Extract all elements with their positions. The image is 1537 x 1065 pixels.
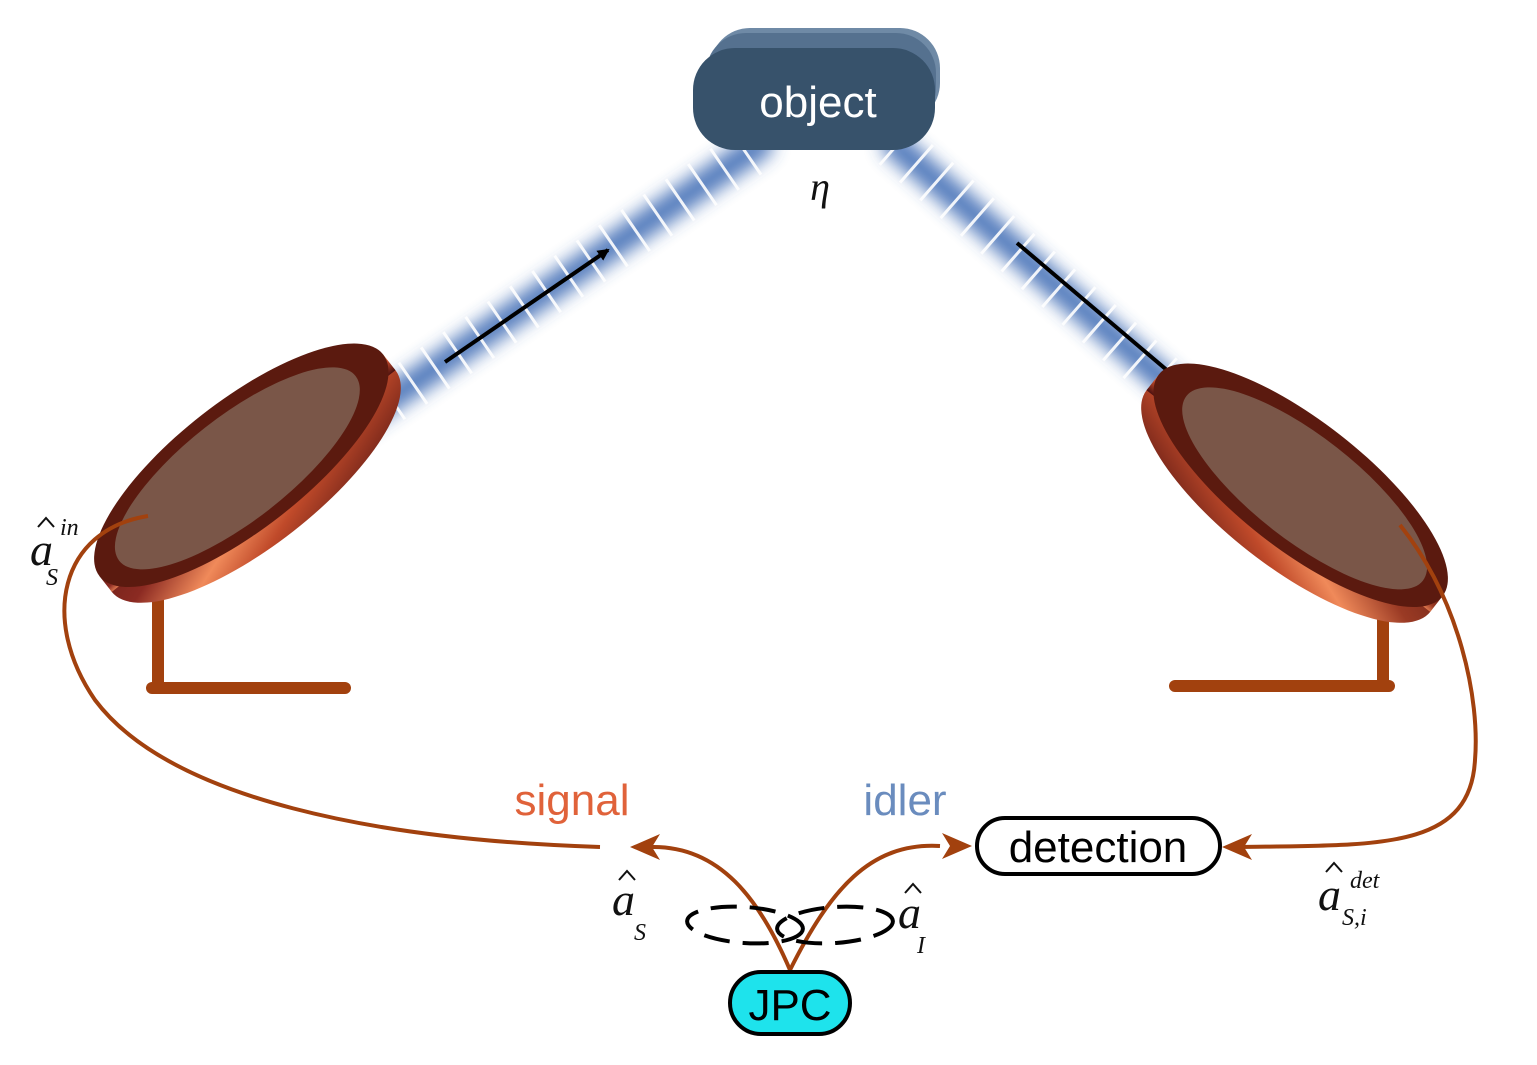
idler-arrowhead (942, 833, 972, 859)
jpc-label: JPC (748, 981, 831, 1030)
svg-text:S,i: S,i (1342, 905, 1367, 931)
svg-text:S: S (634, 920, 646, 946)
detection-input-cable (1239, 523, 1478, 849)
svg-text:a: a (898, 887, 921, 938)
detection-arrowhead (1222, 834, 1252, 860)
object-block: object (693, 28, 940, 150)
operator-a-s-in: a in S (30, 515, 79, 591)
signal-cable (62, 514, 601, 849)
arrow-from-object (1015, 241, 1190, 390)
svg-text:I: I (916, 933, 926, 959)
detection-box: detection (975, 816, 1222, 876)
svg-text:in: in (60, 515, 79, 541)
signal-label: signal (515, 776, 630, 825)
svg-text:det: det (1350, 868, 1381, 894)
jpc-box: JPC (728, 970, 852, 1036)
operator-a-i: a I (898, 882, 926, 959)
left-mirror (94, 343, 401, 603)
right-mirror (1141, 363, 1448, 623)
operator-a-s: a S (612, 869, 646, 946)
detection-label: detection (1009, 823, 1188, 872)
jpc-signal-branch (649, 844, 792, 971)
eta-symbol: η (810, 164, 830, 209)
operator-a-det: a det S,i (1318, 861, 1381, 931)
idler-label: idler (863, 776, 946, 825)
object-label: object (759, 78, 876, 127)
svg-text:a: a (612, 874, 635, 925)
svg-text:S: S (46, 565, 58, 591)
signal-arrowhead (630, 834, 660, 860)
entanglement-loops (685, 904, 895, 946)
svg-text:a: a (1318, 869, 1341, 920)
arrow-to-object (443, 248, 610, 364)
svg-text:a: a (30, 524, 53, 575)
